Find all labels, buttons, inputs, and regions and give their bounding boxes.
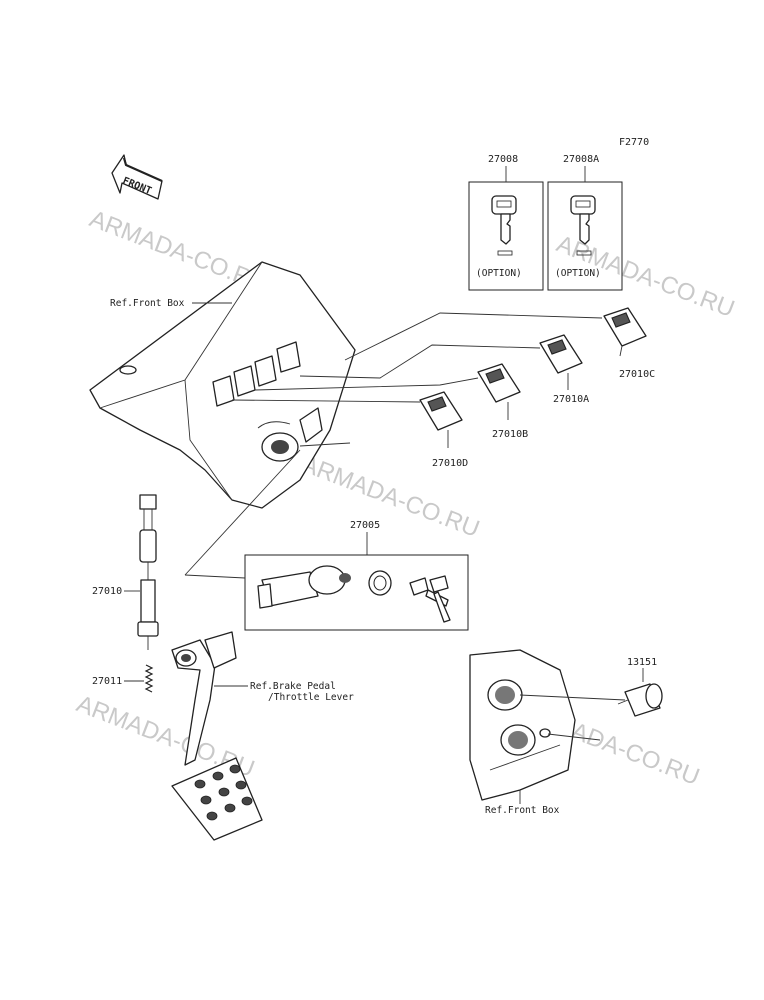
power-socket-13151 (617, 683, 663, 717)
front-box-panel (89, 261, 356, 509)
key-head-icon (491, 195, 517, 215)
key-head-icon (570, 195, 596, 215)
bolt-hole (119, 365, 137, 375)
ref-brake-pedal-2: /Throttle Lever (268, 692, 354, 703)
part-27010d-label: 27010D (432, 458, 468, 469)
wiring-harness-27010 (137, 494, 159, 650)
ignition-switch-kit (184, 449, 469, 631)
front-box-bottom (469, 649, 576, 801)
ref-front-box-bottom: Ref.Front Box (485, 805, 560, 816)
part-27008a-label: 27008A (563, 154, 599, 165)
pedal-pad-holes (194, 764, 253, 821)
connector (139, 494, 157, 510)
key-option-27008: (OPTION) (468, 166, 544, 291)
part-27011-label: 27011 (92, 676, 122, 687)
ref-front-box-top: Ref.Front Box (110, 298, 185, 309)
switch-slots (212, 341, 301, 407)
key-icon (429, 575, 449, 593)
option-label-2: (OPTION) (555, 268, 601, 279)
key-blade-icon (579, 213, 590, 245)
part-27010-label: 27010 (92, 586, 122, 597)
leader-lines (231, 312, 603, 447)
rocker-switch-27010b (477, 363, 521, 420)
part-27010a-label: 27010A (553, 394, 589, 405)
spring-27011 (144, 664, 154, 693)
ref-brake-pedal-1: Ref.Brake Pedal (250, 681, 336, 692)
rocker-switch-27010a (539, 334, 583, 390)
brake-pedal (171, 631, 263, 841)
rocker-switch-27010c (603, 307, 647, 357)
front-arrow-icon: FRONT (111, 154, 163, 200)
part-27010b-label: 27010B (492, 429, 528, 440)
part-27008-label: 27008 (488, 154, 518, 165)
part-27005-label: 27005 (350, 520, 380, 531)
option-label-1: (OPTION) (476, 268, 522, 279)
key-blade-icon (500, 213, 511, 245)
part-27010c-label: 27010C (619, 369, 655, 380)
key-option-27008a: (OPTION) (547, 166, 623, 291)
rocker-switch-27010d (419, 391, 463, 448)
key-icon (409, 577, 429, 596)
figure-id: F2770 (619, 137, 649, 148)
pedal-pad (171, 757, 263, 841)
part-13151-label: 13151 (627, 657, 657, 668)
